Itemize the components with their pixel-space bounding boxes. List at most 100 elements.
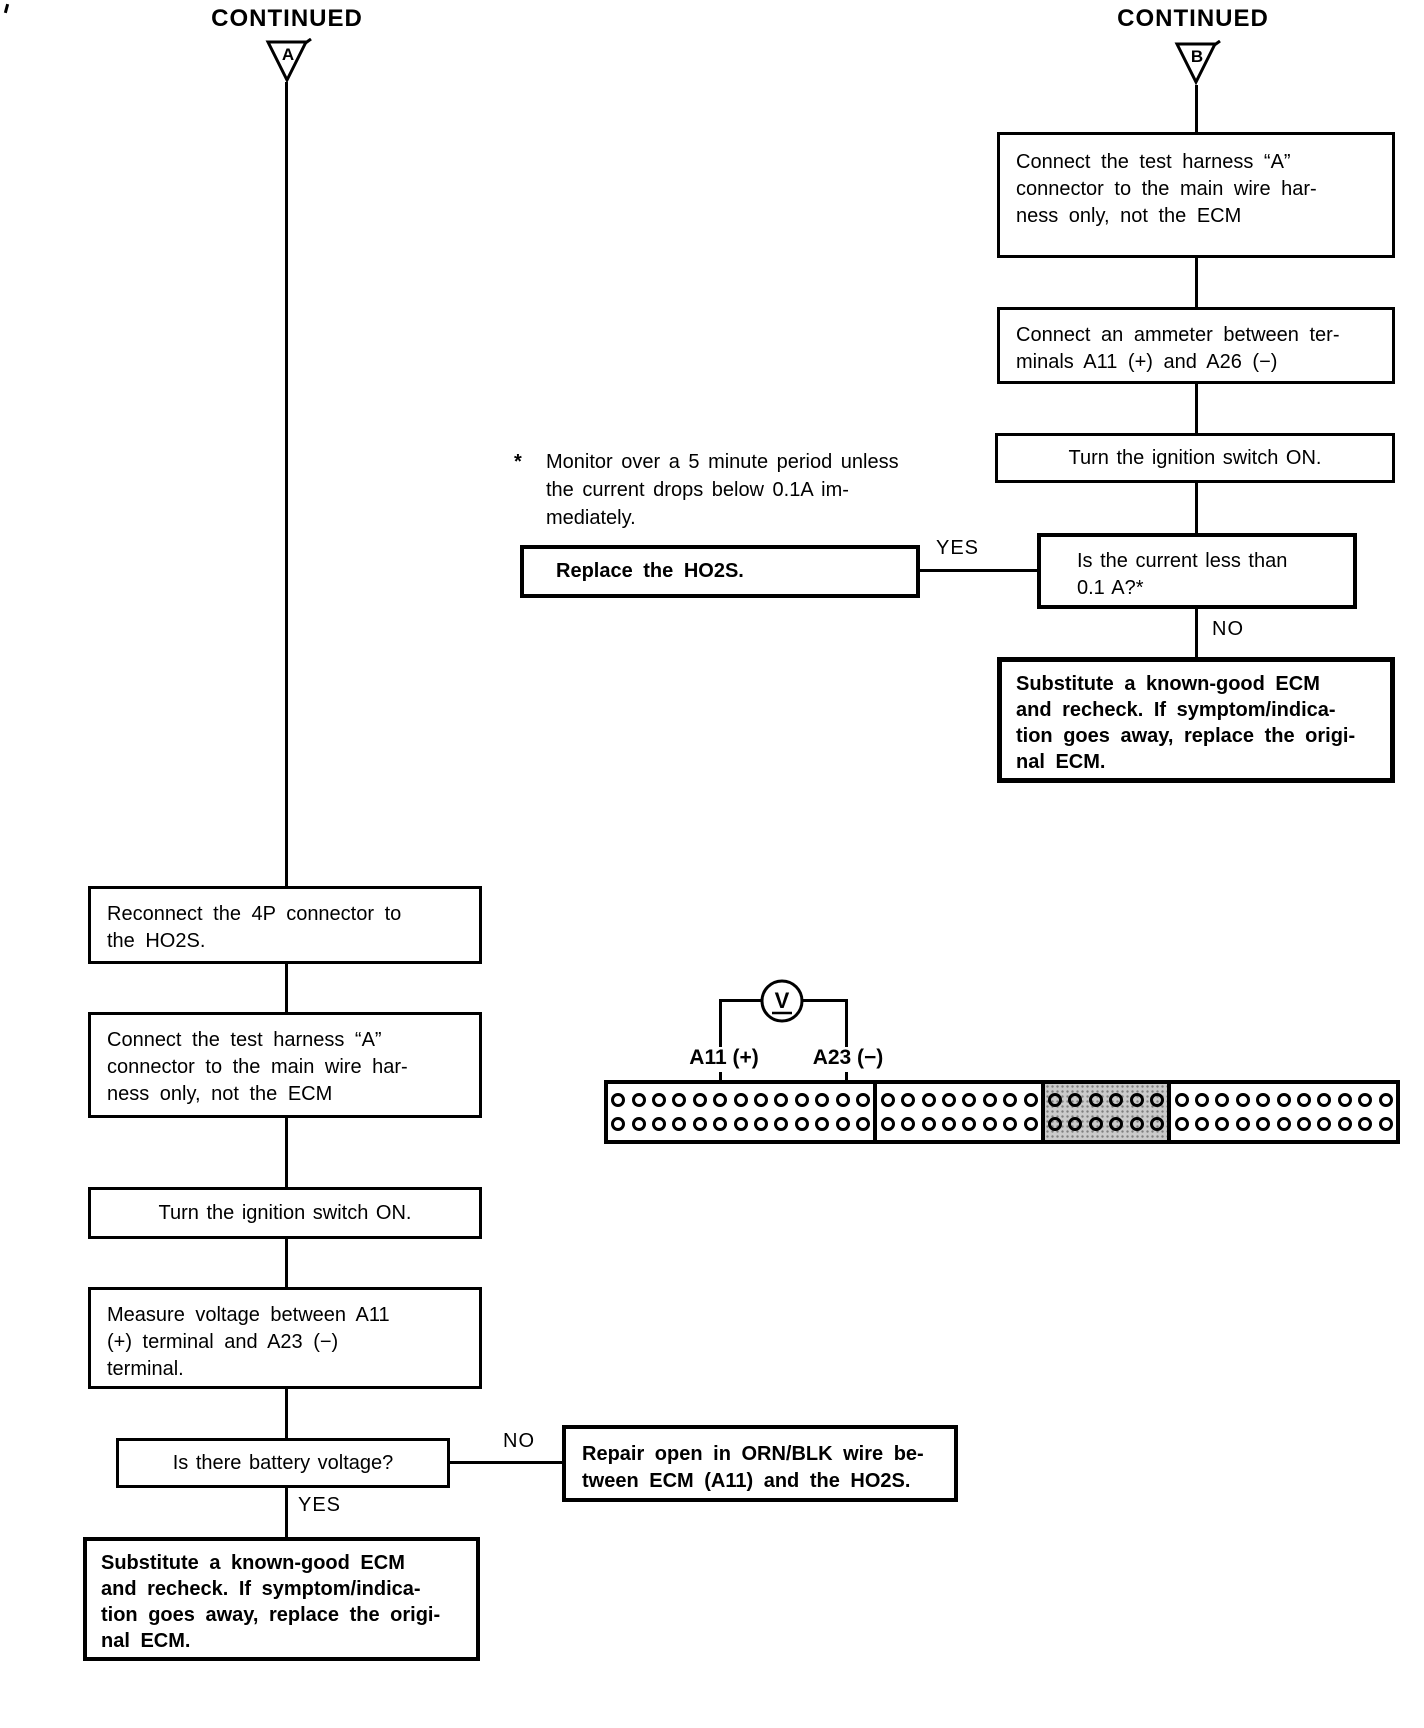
action-substitute-ecm-right: Substitute a known-good ECM and recheck.… [997,657,1395,783]
continued-label-right: CONTINUED [1117,5,1269,32]
connector-pin-row [1045,1116,1168,1131]
step-measure-voltage: Measure voltage between A11 (+) terminal… [88,1287,482,1389]
connector-pin [835,1116,850,1131]
ecm-connector [604,1080,1400,1144]
connector-pin [962,1116,977,1131]
connector-pin-row [877,1116,1040,1131]
connector-pin [754,1116,769,1131]
connector-pin [1109,1116,1124,1131]
flow-line-no-left [448,1461,564,1464]
connector-pin [611,1116,626,1131]
action-substitute-ecm-left: Substitute a known-good ECM and recheck.… [83,1537,480,1661]
flow-line [1195,85,1198,134]
connector-pin [1109,1093,1124,1108]
continuation-marker-b: B [1174,40,1221,86]
meter-wire-right [845,999,848,1047]
connector-pin [982,1093,997,1108]
connector-pin [1194,1093,1209,1108]
connector-pin [1003,1116,1018,1131]
connector-pin [1150,1116,1165,1131]
connector-pin [856,1116,871,1131]
connector-pin [1256,1093,1271,1108]
connector-pin [1088,1116,1103,1131]
connector-pin [1276,1116,1291,1131]
connector-pin [1194,1116,1209,1131]
yes-label-left: YES [298,1494,342,1516]
scan-speck [3,3,10,14]
connector-pin [794,1093,809,1108]
flow-line [285,82,288,888]
connector-section-B [877,1084,1041,1140]
connector-pin [1317,1093,1332,1108]
connector-pin-row [877,1093,1040,1108]
connector-pin [1215,1116,1230,1131]
flow-line [1195,256,1198,309]
flow-line [285,1116,288,1189]
step-reconnect-4p-connector: Reconnect the 4P connector to the HO2S. [88,886,482,964]
connector-pin [1068,1093,1083,1108]
connector-pin [1129,1093,1144,1108]
connector-pin [611,1093,626,1108]
connector-pin [941,1093,956,1108]
connector-pin [1297,1116,1312,1131]
connector-pin-row [608,1116,873,1131]
pin-lead-a11 [719,1072,722,1086]
connector-pin [652,1093,667,1108]
step-connect-test-harness-right: Connect the test harness “A” connector t… [997,132,1395,258]
connector-pin [1337,1116,1352,1131]
flow-line [1195,382,1198,435]
marker-letter-a: A [282,45,294,64]
connector-pin [1317,1116,1332,1131]
connector-pin [1174,1093,1189,1108]
flow-line [1195,607,1198,659]
connector-pin [880,1093,895,1108]
connector-pin [1023,1093,1038,1108]
connector-pin [962,1093,977,1108]
connector-pin [1068,1116,1083,1131]
connector-pin [774,1093,789,1108]
footnote: * Monitor over a 5 minute period unless … [514,448,899,532]
connector-pin [1023,1116,1038,1131]
connector-pin [692,1093,707,1108]
connector-section-D [1171,1084,1396,1140]
connector-pin [1337,1093,1352,1108]
connector-pin [1358,1116,1373,1131]
connector-pin [901,1116,916,1131]
connector-pin [672,1116,687,1131]
connector-pin-row [1171,1093,1396,1108]
decision-current-less-than: Is the current less than 0.1 A?* [1037,533,1357,609]
action-repair-orn-blk-wire: Repair open in ORN/BLK wire be- tween EC… [562,1425,958,1502]
connector-pin [1215,1093,1230,1108]
connector-pin [1174,1116,1189,1131]
no-label-right: NO [1212,618,1244,640]
connector-pin [982,1116,997,1131]
connector-pin [1297,1093,1312,1108]
connector-pin [672,1093,687,1108]
decision-battery-voltage: Is there battery voltage? [116,1438,450,1488]
flow-line [285,962,288,1014]
connector-pin [713,1093,728,1108]
connector-pin [733,1116,748,1131]
connector-pin [713,1116,728,1131]
footnote-asterisk: * [514,451,522,473]
connector-pin [921,1093,936,1108]
connector-pin [1378,1116,1393,1131]
step-ignition-on-left: Turn the ignition switch ON. [88,1187,482,1239]
connector-pin [921,1116,936,1131]
voltmeter-symbol: V [760,979,804,1023]
connector-pin [835,1093,850,1108]
connector-pin-row [608,1093,873,1108]
pin-lead-a23 [845,1072,848,1086]
connector-section-C [1044,1084,1168,1140]
connector-pin [1256,1116,1271,1131]
action-replace-ho2s: Replace the HO2S. [520,545,920,598]
connector-pin [880,1116,895,1131]
marker-letter-b: B [1191,47,1203,66]
connector-pin [774,1116,789,1131]
connector-pin [1129,1116,1144,1131]
connector-pin [754,1093,769,1108]
no-label-left: NO [503,1430,535,1452]
continuation-marker-a: A [265,38,312,84]
connector-pin-row [1171,1116,1396,1131]
pin-label-a23-negative: A23 (−) [812,1046,884,1069]
